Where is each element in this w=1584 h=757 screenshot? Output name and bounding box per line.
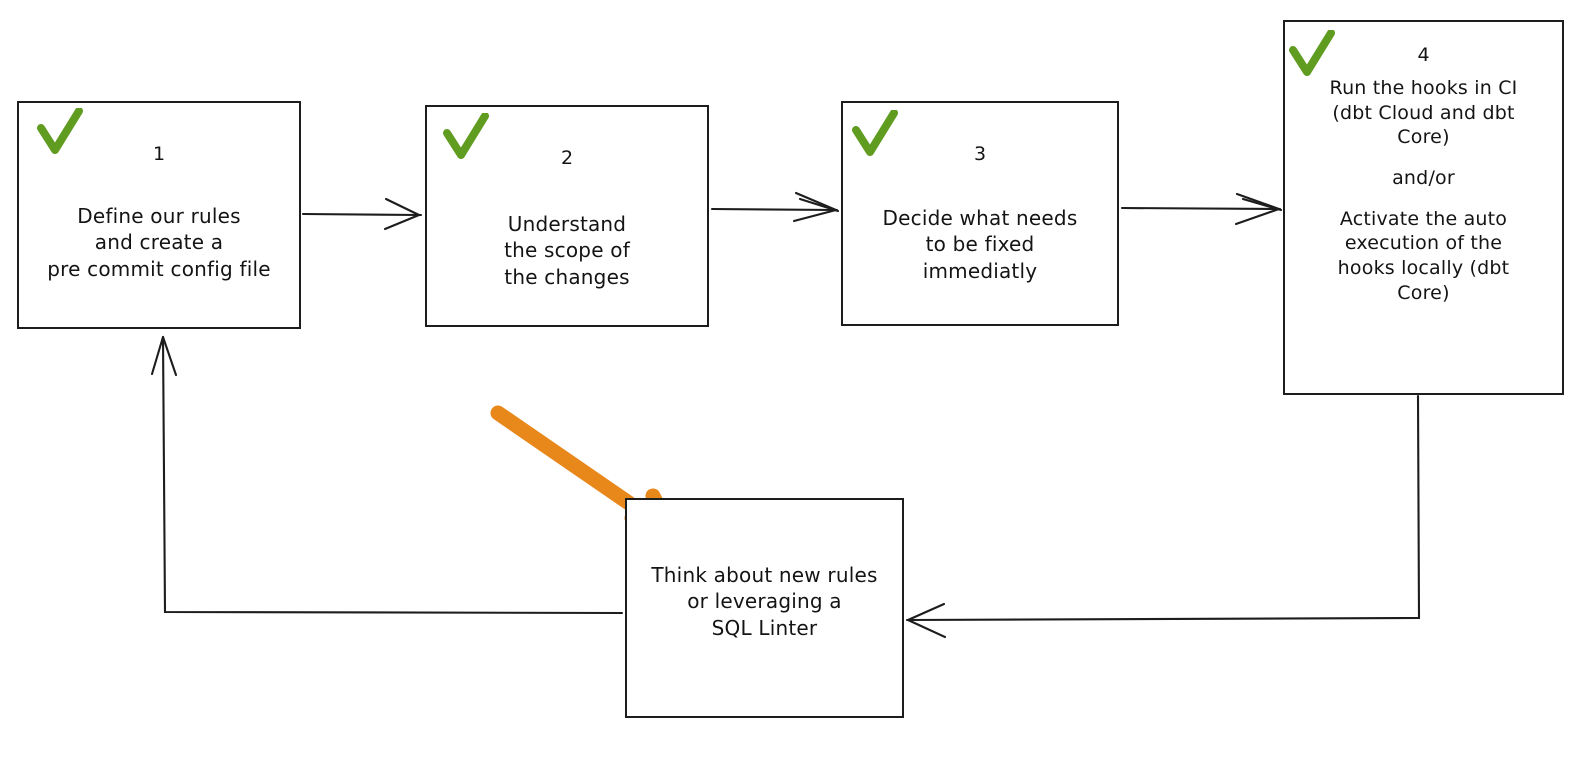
step-text-4-part-1: Run the hooks in CI (dbt Cloud and dbt C… (1329, 77, 1518, 149)
arrow-4-to-5 (905, 394, 1421, 639)
step-number-1: 1 (152, 143, 166, 165)
step-node-3[interactable]: 3 Decide what needs to be fixed immediat… (841, 101, 1119, 326)
arrow-1-to-2 (301, 197, 423, 231)
step-number-2: 2 (560, 147, 574, 169)
step-node-4[interactable]: 4 Run the hooks in CI (dbt Cloud and dbt… (1283, 20, 1564, 395)
step-node-2[interactable]: 2 Understand the scope of the changes (425, 105, 709, 327)
step-text-1: Define our rules and create a pre commit… (47, 204, 271, 281)
arrow-5-to-1 (150, 335, 624, 615)
step-text-4-part-3: Activate the auto execution of the hooks… (1337, 207, 1510, 304)
step-text-feedback: Think about new rules or leveraging a SQ… (651, 563, 878, 640)
arrow-2-to-3 (710, 191, 840, 223)
step-node-1[interactable]: 1 Define our rules and create a pre comm… (17, 101, 301, 329)
step-number-3: 3 (973, 143, 987, 165)
step-node-feedback[interactable]: Think about new rules or leveraging a SQ… (625, 498, 904, 718)
step-text-2: Understand the scope of the changes (504, 212, 630, 289)
arrow-3-to-4 (1120, 192, 1283, 226)
step-number-4: 4 (1417, 44, 1430, 66)
step-text-4-part-2: and/or (1392, 167, 1455, 190)
step-text-3: Decide what needs to be fixed immediatly (882, 206, 1078, 283)
